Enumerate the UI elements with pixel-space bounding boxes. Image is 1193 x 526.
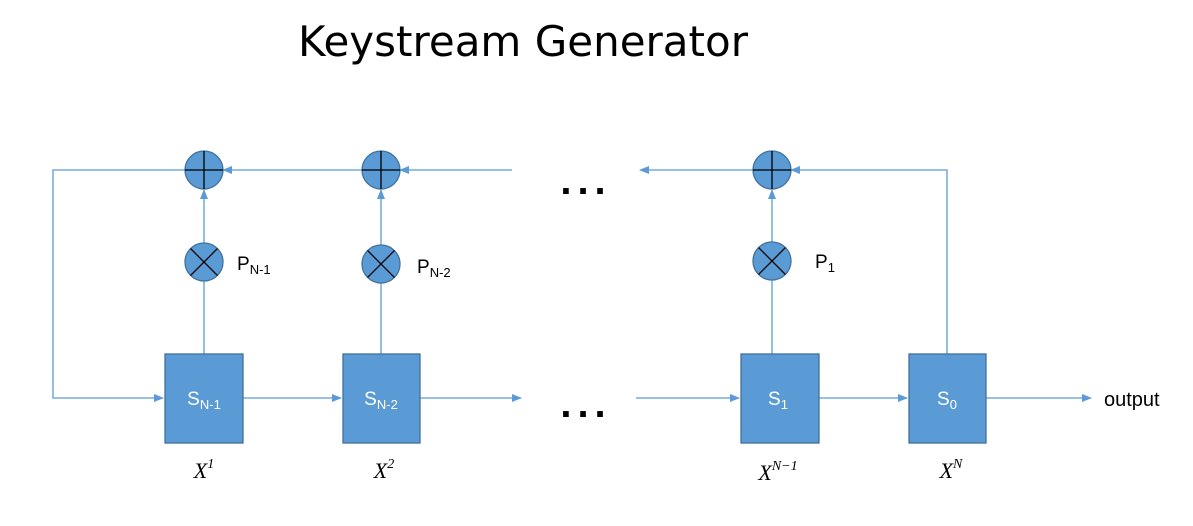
circle-times-icon bbox=[752, 241, 792, 281]
diagram-title: Keystream Generator bbox=[298, 17, 749, 66]
register-sn1: SN-1 bbox=[164, 353, 244, 444]
xor-1 bbox=[184, 150, 224, 190]
polynomial-label-xn1: XN−1 bbox=[757, 459, 797, 485]
circle-plus-icon bbox=[752, 150, 792, 190]
register-sn2: SN-2 bbox=[342, 353, 421, 444]
register-s1: S1 bbox=[740, 353, 820, 444]
circle-plus-icon bbox=[184, 150, 224, 190]
xor-2 bbox=[361, 150, 401, 190]
multiplier-1 bbox=[184, 242, 224, 282]
register-label-sn2: SN-2 bbox=[364, 389, 398, 412]
register-s0: S0 bbox=[908, 353, 987, 444]
coefficient-label-pn2: PN-2 bbox=[417, 257, 451, 280]
circle-times-icon bbox=[361, 244, 401, 284]
register-label-sn1: SN-1 bbox=[187, 389, 221, 412]
polynomial-label-x1: X1 bbox=[193, 457, 214, 483]
circle-plus-icon bbox=[361, 150, 401, 190]
multiplier-2 bbox=[361, 244, 401, 284]
coefficient-label-pn1: PN-1 bbox=[237, 254, 271, 277]
coefficient-label-p1: P1 bbox=[815, 252, 835, 275]
register-label-s1: S1 bbox=[768, 389, 788, 412]
xor-3 bbox=[752, 150, 792, 190]
polynomial-label-xn: XN bbox=[939, 457, 963, 483]
ellipsis-top: ... bbox=[560, 159, 611, 203]
multiplier-3 bbox=[752, 241, 792, 281]
ellipsis-bottom: ... bbox=[560, 382, 611, 426]
polynomial-label-x2: X2 bbox=[373, 457, 394, 483]
circle-times-icon bbox=[184, 242, 224, 282]
feedback-wire-s0-to-xor3 bbox=[790, 166, 948, 355]
feedback-wire-left bbox=[52, 169, 185, 402]
output-label: output bbox=[1104, 389, 1160, 411]
register-label-s0: S0 bbox=[937, 389, 957, 412]
